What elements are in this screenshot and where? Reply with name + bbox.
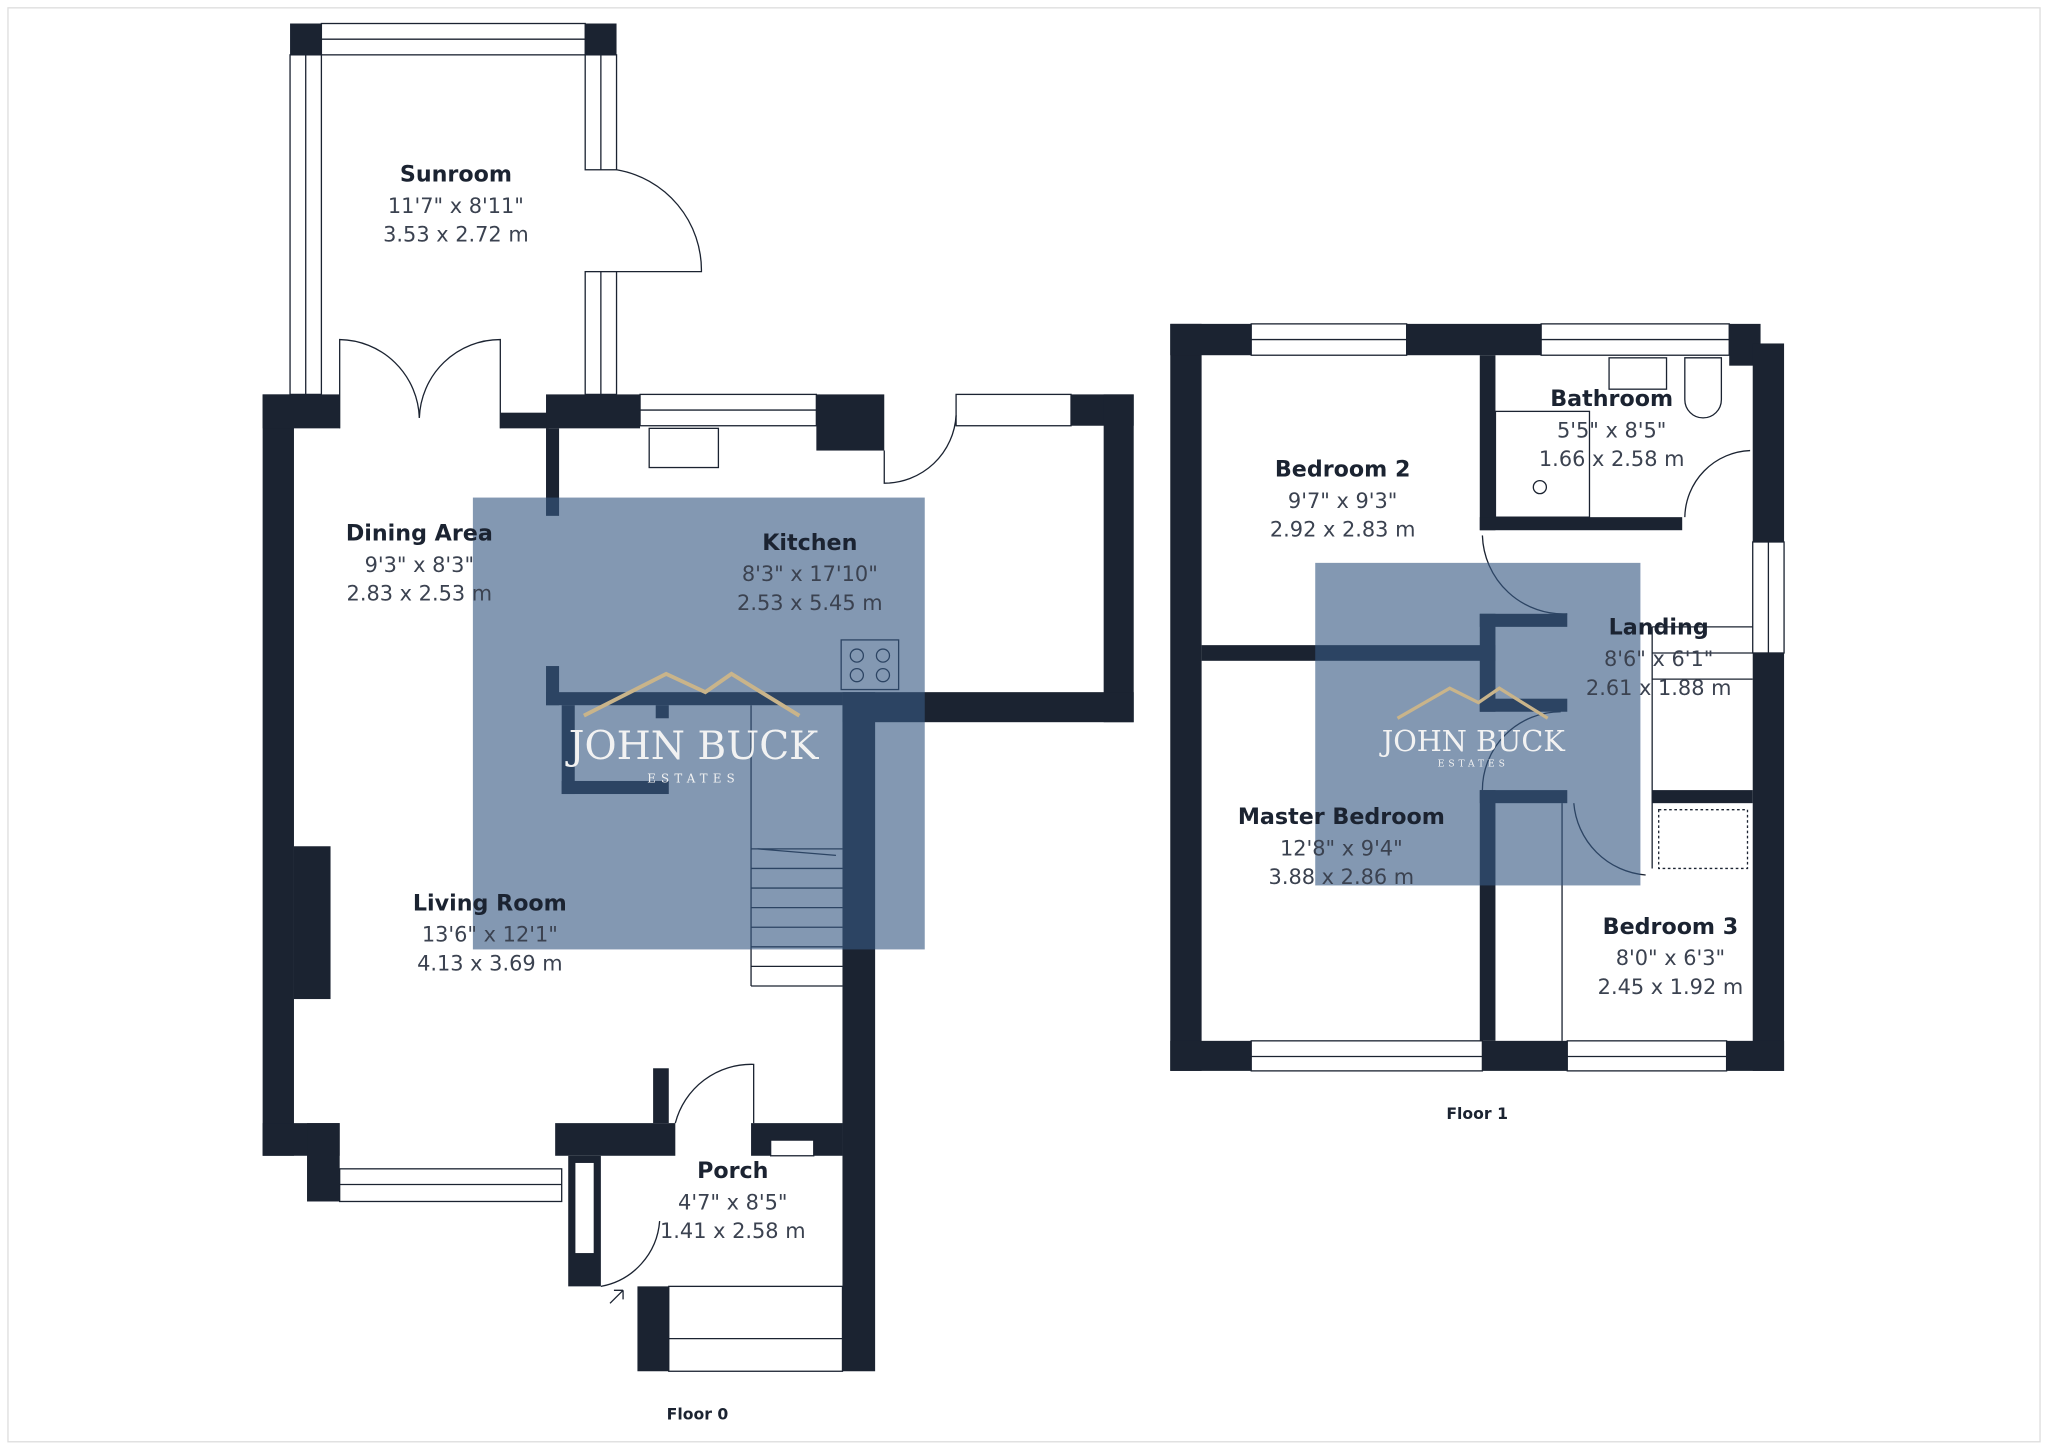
room-dimensions-metric: 3.88 x 2.86 m [1269,865,1415,889]
room-dimensions-imperial: 8'0" x 6'3" [1616,946,1725,970]
room-label: Porch 4'7" x 8'5" 1.41 x 2.58 m [660,1158,806,1243]
watermark-floor-1: JOHN BUCK ESTATES [1315,562,1641,886]
room-label: Living Room 13'6" x 12'1" 4.13 x 3.69 m [413,890,567,975]
room-dimensions-imperial: 11'7" x 8'11" [388,194,524,218]
floor-1-label: Floor 1 [1446,1104,1508,1123]
room-name: Master Bedroom [1238,804,1445,830]
room-dimensions-metric: 2.61 x 1.88 m [1586,676,1732,700]
room-dimensions-imperial: 13'6" x 12'1" [422,923,558,947]
room-dimensions-imperial: 9'7" x 9'3" [1288,489,1397,513]
room-label: Bedroom 3 8'0" x 6'3" 2.45 x 1.92 m [1598,914,1744,999]
room-name: Landing [1609,615,1709,641]
floor-0-label: Floor 0 [667,1405,729,1424]
watermark-sub: ESTATES [1438,760,1509,770]
watermark-brand: JOHN BUCK [1379,724,1566,758]
sunroom-walls [289,22,703,396]
room-dimensions-metric: 4.13 x 3.69 m [417,951,563,975]
room-label: Dining Area 9'3" x 8'3" 2.83 x 2.53 m [346,521,493,606]
room-name: Sunroom [400,162,512,188]
room-label: Landing 8'6" x 6'1" 2.61 x 1.88 m [1586,615,1732,700]
room-dimensions-metric: 2.53 x 5.45 m [737,591,883,615]
room-dimensions-imperial: 8'6" x 6'1" [1604,647,1713,671]
room-label: Sunroom 11'7" x 8'11" 3.53 x 2.72 m [383,162,529,247]
floor-1-plan [1170,323,1785,1072]
room-dimensions-metric: 2.92 x 2.83 m [1270,518,1416,542]
entrance-arrow-icon [609,1289,624,1304]
room-label: Bedroom 2 9'7" x 9'3" 2.92 x 2.83 m [1270,457,1416,542]
watermark-sub: ESTATES [647,771,740,785]
room-name: Kitchen [762,530,857,556]
room-name: Bedroom 2 [1275,457,1411,483]
room-name: Bathroom [1550,386,1673,412]
room-name: Bedroom 3 [1603,914,1739,940]
room-name: Porch [697,1158,768,1184]
room-name: Living Room [413,890,567,916]
room-label: Master Bedroom 12'8" x 9'4" 3.88 x 2.86 m [1238,804,1445,889]
watermark-floor-0: JOHN BUCK ESTATES [472,497,925,950]
room-dimensions-metric: 2.45 x 1.92 m [1598,975,1744,999]
room-labels: Sunroom 11'7" x 8'11" 3.53 x 2.72 m Dining … [346,162,1743,1244]
room-label: Kitchen 8'3" x 17'10" 2.53 x 5.45 m [737,530,883,615]
room-dimensions-metric: 1.66 x 2.58 m [1539,447,1685,471]
room-name: Dining Area [346,521,493,547]
room-dimensions-metric: 2.83 x 2.53 m [347,582,493,606]
door-swing [616,169,703,273]
room-dimensions-imperial: 4'7" x 8'5" [678,1190,787,1214]
roof-logo-icon [1396,686,1549,720]
page-border [7,7,2041,1443]
room-dimensions-imperial: 9'3" x 8'3" [365,553,474,577]
room-dimensions-imperial: 12'8" x 9'4" [1280,836,1403,860]
watermark-brand: JOHN BUCK [565,724,819,769]
room-label: Bathroom 5'5" x 8'5" 1.66 x 2.58 m [1539,386,1685,471]
room-dimensions-imperial: 8'3" x 17'10" [742,562,878,586]
room-dimensions-imperial: 5'5" x 8'5" [1557,418,1666,442]
roof-logo-icon [583,671,801,718]
room-dimensions-metric: 1.41 x 2.58 m [660,1219,806,1243]
room-dimensions-metric: 3.53 x 2.72 m [383,223,529,247]
